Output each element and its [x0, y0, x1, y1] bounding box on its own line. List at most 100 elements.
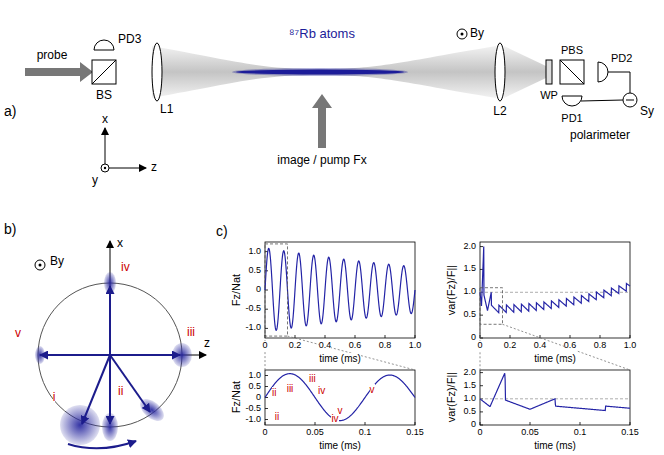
tick-mark — [365, 422, 366, 425]
tick-label: 0 — [471, 420, 476, 430]
tick-mark — [265, 408, 268, 409]
callout-number: iii — [309, 373, 316, 384]
tick-mark — [480, 372, 483, 373]
tick-label: 1.0 — [248, 371, 261, 381]
spin-vector — [110, 355, 150, 412]
axis-label: z — [204, 337, 210, 350]
field-symbol — [457, 29, 467, 39]
axis-label: time (ms) — [534, 440, 576, 451]
part-label: probe — [37, 49, 68, 62]
tick-mark — [510, 335, 511, 338]
tick-mark — [355, 335, 356, 338]
atom-cloud — [236, 70, 404, 75]
callout-number: ii — [118, 385, 123, 398]
tick-mark — [265, 419, 268, 420]
bloch-circle — [38, 283, 182, 427]
tick-mark — [325, 335, 326, 338]
part-label: PD1 — [561, 112, 582, 124]
axis-label: z — [151, 161, 157, 174]
tick-label: 0.8 — [379, 341, 392, 351]
rotation-arrow — [68, 441, 136, 448]
zoom-leader — [503, 324, 631, 370]
tick-label: 1.0 — [624, 341, 637, 351]
callout-number: ii — [275, 411, 279, 422]
tick-label: 0 — [477, 341, 482, 351]
panel-label: c) — [216, 224, 228, 239]
tick-label: -1.0 — [245, 323, 261, 333]
tick-label: 0.15 — [406, 428, 424, 438]
tick-mark — [570, 335, 571, 338]
spin-vector — [110, 354, 180, 356]
axis-label: y — [92, 174, 98, 187]
tick-mark — [530, 422, 531, 425]
tick-label: 1.0 — [463, 394, 476, 404]
tick-mark — [630, 335, 631, 338]
part-label: L2 — [493, 105, 506, 118]
tick-label: 0.1 — [574, 428, 587, 438]
callout-number: v — [370, 384, 375, 395]
plot-frame — [265, 370, 415, 425]
photodiode — [598, 62, 608, 82]
axis-origin — [101, 164, 109, 172]
tick-label: 0.8 — [594, 341, 607, 351]
field-label: By — [470, 27, 484, 40]
tick-label: 0 — [256, 285, 261, 295]
tick-label: 0.6 — [564, 341, 577, 351]
tick-label: 0 — [262, 428, 267, 438]
tick-label: 0.5 — [463, 407, 476, 417]
tick-label: 1.5 — [463, 381, 476, 391]
tick-label: 0.2 — [289, 341, 302, 351]
tick-label: -0.5 — [245, 404, 261, 414]
callout-number: v — [15, 327, 21, 340]
tick-mark — [580, 422, 581, 425]
data-curve — [480, 373, 630, 410]
tick-label: 0.1 — [359, 428, 372, 438]
tick-mark — [415, 335, 416, 338]
field-symbol-dot — [461, 33, 464, 36]
tick-mark — [480, 246, 483, 247]
tick-label: 0.15 — [621, 428, 639, 438]
tick-mark — [600, 335, 601, 338]
part-label: polarimeter — [570, 129, 630, 142]
tick-label: -1.0 — [245, 415, 261, 425]
part-label: PD3 — [118, 33, 141, 46]
axis-label: x — [102, 113, 108, 126]
axis-label: time (ms) — [319, 353, 361, 364]
tick-label: 0.6 — [349, 341, 362, 351]
tick-mark — [315, 422, 316, 425]
part-label: PBS — [561, 44, 583, 56]
tick-mark — [480, 385, 483, 386]
callout-number: iv — [121, 261, 130, 274]
lens — [495, 43, 505, 101]
axis-label: var(Fz)/F|| — [445, 265, 457, 315]
tick-label: 0.05 — [306, 428, 324, 438]
part-label: PD2 — [611, 52, 632, 64]
axis-arrow — [105, 128, 106, 164]
tick-mark — [480, 315, 483, 316]
minus-sign — [626, 100, 634, 101]
tick-mark — [265, 328, 268, 329]
tick-label: 0.5 — [248, 382, 261, 392]
beam-splitter-diagonal — [92, 60, 116, 84]
wire — [581, 100, 623, 101]
callout-number: iv — [318, 385, 325, 396]
tick-label: 0 — [262, 341, 267, 351]
tick-label: 1.0 — [248, 247, 261, 257]
tick-label: 1.5 — [463, 264, 476, 274]
tick-label: 1.0 — [463, 287, 476, 297]
tick-mark — [480, 411, 483, 412]
field-symbol — [35, 260, 45, 270]
tick-mark — [265, 386, 268, 387]
lens — [152, 43, 162, 101]
wave-plate — [546, 60, 552, 84]
signal-label: Sy — [640, 105, 654, 118]
pbs-diagonal — [560, 60, 584, 84]
axis-label: time (ms) — [319, 440, 361, 451]
tick-mark — [480, 338, 483, 339]
field-label: By — [50, 255, 64, 268]
tick-label: 0.05 — [521, 428, 539, 438]
photodiode — [562, 96, 582, 106]
tick-mark — [415, 422, 416, 425]
tick-label: 0.5 — [463, 310, 476, 320]
tick-mark — [265, 375, 268, 376]
